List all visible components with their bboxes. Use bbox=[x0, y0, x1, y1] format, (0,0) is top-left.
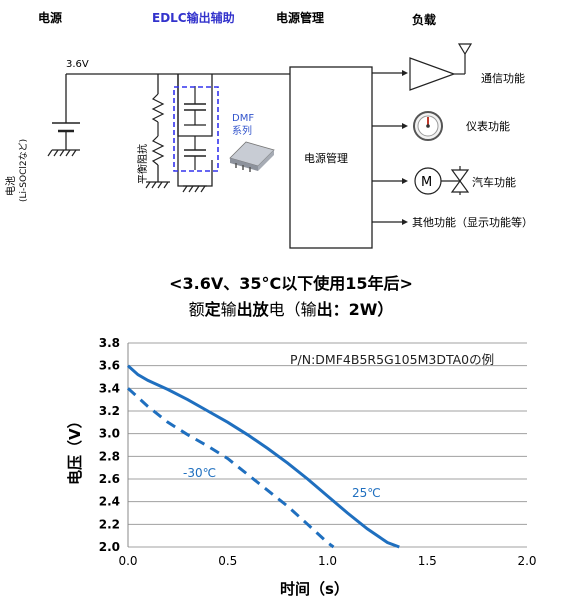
chart-series bbox=[126, 364, 400, 549]
gauge-icon bbox=[413, 111, 443, 141]
battery-symbol bbox=[52, 122, 80, 133]
series-label-minus30c: -30℃ bbox=[183, 466, 216, 480]
load-wires bbox=[372, 70, 408, 225]
title2-part3: 输 bbox=[220, 300, 237, 319]
series-label-25c: 25℃ bbox=[352, 486, 381, 500]
balance-resistor bbox=[151, 93, 165, 166]
title2-part2: 定 bbox=[204, 300, 221, 319]
series-line-minus30c bbox=[126, 387, 335, 549]
y-tick-label: 2.0 bbox=[99, 540, 120, 554]
load-label-car: 汽车功能 bbox=[472, 175, 516, 189]
ground-symbol bbox=[47, 149, 80, 157]
battery-label: 电池 bbox=[4, 176, 17, 196]
header-power: 电源 bbox=[38, 10, 62, 25]
antenna-amplifier-icon bbox=[409, 43, 473, 91]
x-tick-label: 1.0 bbox=[318, 554, 337, 568]
chart-title-line2: 额定输出放电（输出：2W） bbox=[0, 296, 582, 320]
y-tick-label: 3.2 bbox=[99, 404, 120, 418]
title2-part1: 额 bbox=[188, 300, 205, 319]
power-mgmt-box bbox=[289, 66, 373, 249]
x-tick-labels: 0.0 0.5 1.0 1.5 2.0 bbox=[118, 554, 536, 568]
title2-part4: 出放 bbox=[236, 300, 269, 319]
y-tick-label: 2.6 bbox=[99, 472, 120, 486]
ground-symbol-cap bbox=[182, 185, 207, 193]
chart-annotation: P/N:DMF4B5R5G105M3DTA0の例 bbox=[290, 352, 494, 367]
y-tick-label: 3.0 bbox=[99, 427, 120, 441]
load-label-other: 其他功能（显示功能等） bbox=[412, 215, 533, 229]
header-edlc: EDLC输出辅助 bbox=[152, 10, 235, 25]
y-axis-label: 电压（V） bbox=[66, 413, 84, 485]
battery-label-line1: 电池 bbox=[4, 176, 17, 196]
motor-letter: M bbox=[421, 175, 432, 190]
edlc-capacitors bbox=[184, 86, 206, 170]
ground-symbol-resistor bbox=[145, 181, 170, 189]
y-tick-label: 3.8 bbox=[99, 336, 120, 350]
header-load: 负载 bbox=[412, 12, 436, 27]
battery-label-sub: (Li-SOCl2など) bbox=[18, 139, 29, 202]
title2-part6: 出：2W） bbox=[316, 300, 394, 319]
x-axis-label: 时间（s） bbox=[280, 580, 349, 598]
motor-valve-icon bbox=[414, 166, 470, 195]
x-tick-label: 0.5 bbox=[218, 554, 237, 568]
y-tick-label: 2.2 bbox=[99, 517, 120, 531]
y-tick-label: 3.6 bbox=[99, 359, 120, 373]
discharge-chart: 2.0 2.2 2.4 2.6 2.8 3.0 3.2 3.4 3.6 3.8 0.0 0.5 1.0… bbox=[66, 336, 537, 598]
voltage-label: 3.6V bbox=[66, 59, 89, 70]
series-line-25c bbox=[126, 364, 400, 549]
y-tick-label: 2.4 bbox=[99, 495, 120, 509]
load-label-comm: 通信功能 bbox=[481, 71, 525, 85]
dmf-component-icon bbox=[229, 141, 275, 172]
title2-part5: 电（输 bbox=[268, 300, 317, 319]
y-tick-label: 2.8 bbox=[99, 449, 120, 463]
circuit-diagram: 电源 EDLC输出辅助 电源管理 负载 3.6V 电池 (Li-SOCl2など) bbox=[4, 10, 533, 249]
balance-resistor-label: 平衡阻抗 bbox=[136, 144, 149, 184]
x-tick-label: 1.5 bbox=[418, 554, 437, 568]
power-mgmt-box-label: 电源管理 bbox=[304, 151, 348, 165]
header-power-mgmt: 电源管理 bbox=[276, 10, 324, 25]
y-tick-label: 3.4 bbox=[99, 381, 120, 395]
chart-grid bbox=[127, 342, 527, 548]
dmf-label: DMF 系列 bbox=[232, 113, 257, 137]
chart-title-line1: <3.6V、35°C以下使用15年后> bbox=[169, 274, 413, 293]
x-tick-label: 2.0 bbox=[517, 554, 536, 568]
x-tick-label: 0.0 bbox=[118, 554, 137, 568]
y-tick-labels: 2.0 2.2 2.4 2.6 2.8 3.0 3.2 3.4 3.6 3.8 bbox=[99, 336, 120, 554]
load-label-meter: 仪表功能 bbox=[466, 119, 510, 133]
